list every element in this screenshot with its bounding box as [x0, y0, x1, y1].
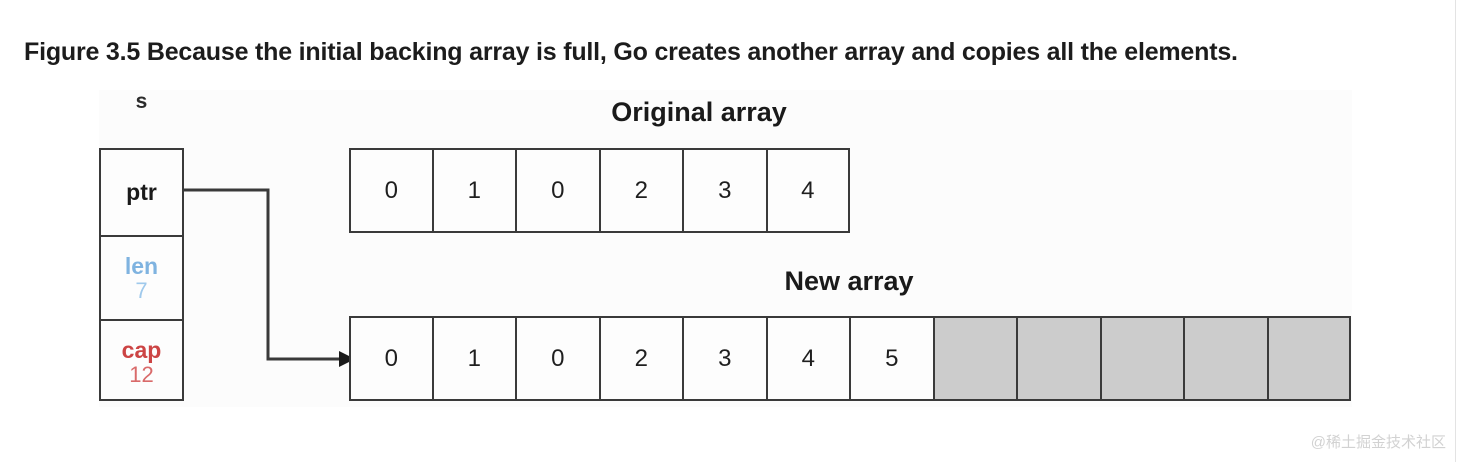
slice-field-cap-key: cap — [121, 337, 162, 364]
slice-field-len: len 7 — [101, 235, 182, 319]
ptr-to-new-array-arrow — [184, 188, 355, 367]
new-array-cell — [1184, 316, 1268, 401]
new-array-cell: 4 — [766, 316, 850, 401]
original-array-title: Original array — [611, 97, 787, 127]
new-array-cell: 3 — [683, 316, 767, 401]
new-array-title: New array — [784, 266, 914, 296]
new-array-cell: 5 — [850, 316, 934, 401]
slice-variable-label: s — [135, 90, 148, 113]
new-array-cell: 1 — [432, 316, 516, 401]
slice-field-ptr-key: ptr — [126, 179, 157, 206]
watermark: @稀土掘金技术社区 — [1310, 434, 1446, 451]
original-array-cell: 0 — [349, 148, 433, 233]
slice-field-len-value: 7 — [135, 277, 148, 303]
new-array-cell — [1100, 316, 1184, 401]
new-array-cell: 0 — [516, 316, 600, 401]
new-array-cell — [1267, 316, 1351, 401]
slice-header-box: ptr len 7 cap 12 — [99, 148, 184, 401]
original-array-cell: 2 — [599, 148, 683, 233]
original-array-cell: 1 — [432, 148, 516, 233]
slice-field-ptr: ptr — [101, 150, 182, 235]
original-array-cell: 3 — [683, 148, 767, 233]
new-array-cell — [933, 316, 1017, 401]
original-array-cell: 4 — [766, 148, 850, 233]
original-array-cell: 0 — [516, 148, 600, 233]
new-array-cell — [1017, 316, 1101, 401]
new-array-cell: 0 — [349, 316, 433, 401]
slice-field-len-key: len — [124, 253, 159, 280]
figure-caption: Figure 3.5 Because the initial backing a… — [24, 38, 1238, 66]
page-edge-rule — [1455, 0, 1456, 462]
slice-field-cap: cap 12 — [101, 319, 182, 403]
new-array-cell: 2 — [599, 316, 683, 401]
slice-field-cap-value: 12 — [129, 361, 154, 387]
